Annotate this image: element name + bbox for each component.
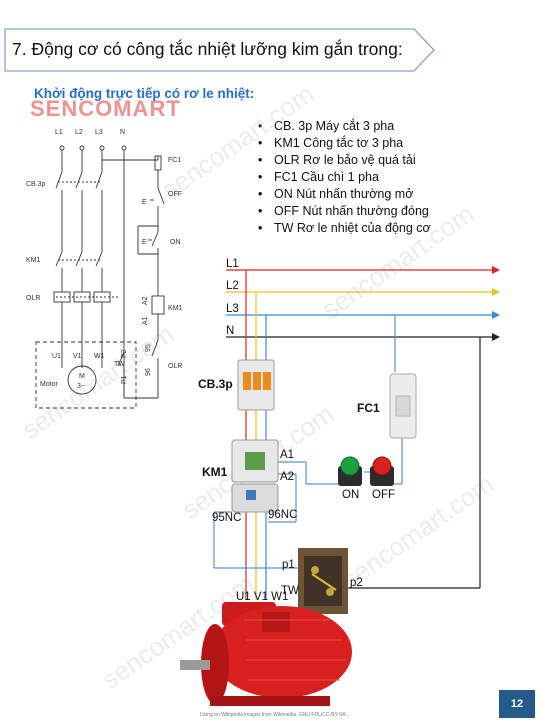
svg-text:A2: A2 [280,471,294,483]
wiring-labels: L1 L2 L3 N CB.3p FC1 KM1 A1 A2 ON OFF 95… [198,258,395,603]
svg-text:N: N [226,325,234,337]
legend-item: CB. 3p Máy cắt 3 pha [258,118,431,135]
motor-terminal-box [298,548,348,614]
legend-item: KM1 Công tắc tơ 3 pha [258,135,431,152]
terminal-l3 [99,145,105,151]
legend-item: ON Nút nhấn thường mở [258,186,431,203]
svg-text:P1: P1 [121,375,128,384]
svg-text:U1 V1 W1: U1 V1 W1 [236,591,288,603]
terminal-l1 [59,145,65,151]
push-button-on [338,456,362,486]
legend-item: OFF Nút nhấn thường đóng [258,203,431,220]
svg-text:96NC: 96NC [268,509,297,521]
svg-text:OFF: OFF [372,489,395,501]
svg-text:95: 95 [145,344,152,352]
title-banner: 7. Động cơ có công tắc nhiệt lưỡng kim g… [4,28,435,72]
svg-text:L1: L1 [226,258,239,270]
svg-text:E: E [142,199,147,206]
svg-text:N: N [120,129,125,136]
svg-text:ON: ON [342,489,359,501]
svg-text:p1: p1 [282,559,295,571]
svg-text:KM1: KM1 [26,257,41,264]
svg-text:L3: L3 [226,303,239,315]
svg-text:96: 96 [145,368,152,376]
page-number-badge: 12 [499,690,535,718]
svg-text:U1: U1 [52,353,61,360]
svg-text:3~: 3~ [77,383,85,390]
legend-item: FC1 Cầu chì 1 pha [258,169,431,186]
svg-text:KM1: KM1 [168,305,183,312]
section-subtitle: Khởi động trực tiếp có rơ le nhiệt: [34,86,255,101]
footer-credit: Using on Wikipedia images from Wikimedia… [200,712,350,718]
svg-text:L3: L3 [95,129,103,136]
svg-text:KM1: KM1 [202,465,228,479]
svg-text:W1: W1 [94,353,105,360]
terminal-l2 [79,145,85,151]
svg-text:FC1: FC1 [357,401,380,415]
page-title: 7. Động cơ có công tắc nhiệt lưỡng kim g… [12,39,403,59]
svg-text:E: E [142,239,147,246]
logo: SENCOMART [30,96,181,121]
svg-text:OFF: OFF [168,191,182,198]
legend-item: OLR Rơ le bảo vệ quá tải [258,152,431,169]
svg-text:A1: A1 [280,449,294,461]
svg-text:L2: L2 [75,129,83,136]
svg-text:A2: A2 [142,296,149,305]
contactor-km1 [231,439,279,513]
svg-text:TW: TW [114,361,125,368]
schematic-labels: L1 L2 L3 N CB.3p FC1 OFF E E ON KM1 OLR … [26,129,183,390]
legend-list: CB. 3p Máy cắt 3 pha KM1 Công tắc tơ 3 p… [258,118,431,237]
fuse-holder-fc1 [389,373,417,439]
motor-symbol [67,365,97,395]
title-arrow-shape [4,28,435,72]
svg-text:TW: TW [281,585,299,597]
svg-text:p2: p2 [350,577,363,589]
watermark-text: sencomart.com [336,468,499,595]
legend-item: TW Rơ le nhiệt của động cơ [258,220,431,237]
svg-text:V1: V1 [73,353,82,360]
watermark-text: sencomart.com [156,78,319,205]
svg-text:ON: ON [170,239,181,246]
svg-text:FC1: FC1 [168,157,181,164]
coil-symbol [151,295,165,315]
push-button-off [370,456,394,486]
terminal-n [121,145,127,151]
svg-text:OLR: OLR [168,363,182,370]
svg-text:95NC: 95NC [212,512,241,524]
wiring-diagram [213,266,500,600]
svg-text:A1: A1 [142,316,149,325]
circuit-breaker-3p [237,359,275,411]
schematic-diagram [35,145,165,409]
svg-text:OLR: OLR [26,295,40,302]
svg-text:M: M [79,373,85,380]
svg-text:CB.3p: CB.3p [198,377,233,391]
svg-text:L1: L1 [55,129,63,136]
svg-text:L2: L2 [226,280,239,292]
svg-text:Motor: Motor [40,381,59,388]
svg-text:P2: P2 [121,349,128,358]
watermark-text: sencomart.com [316,198,479,325]
svg-text:CB.3p: CB.3p [26,181,46,188]
electric-motor [180,602,352,706]
